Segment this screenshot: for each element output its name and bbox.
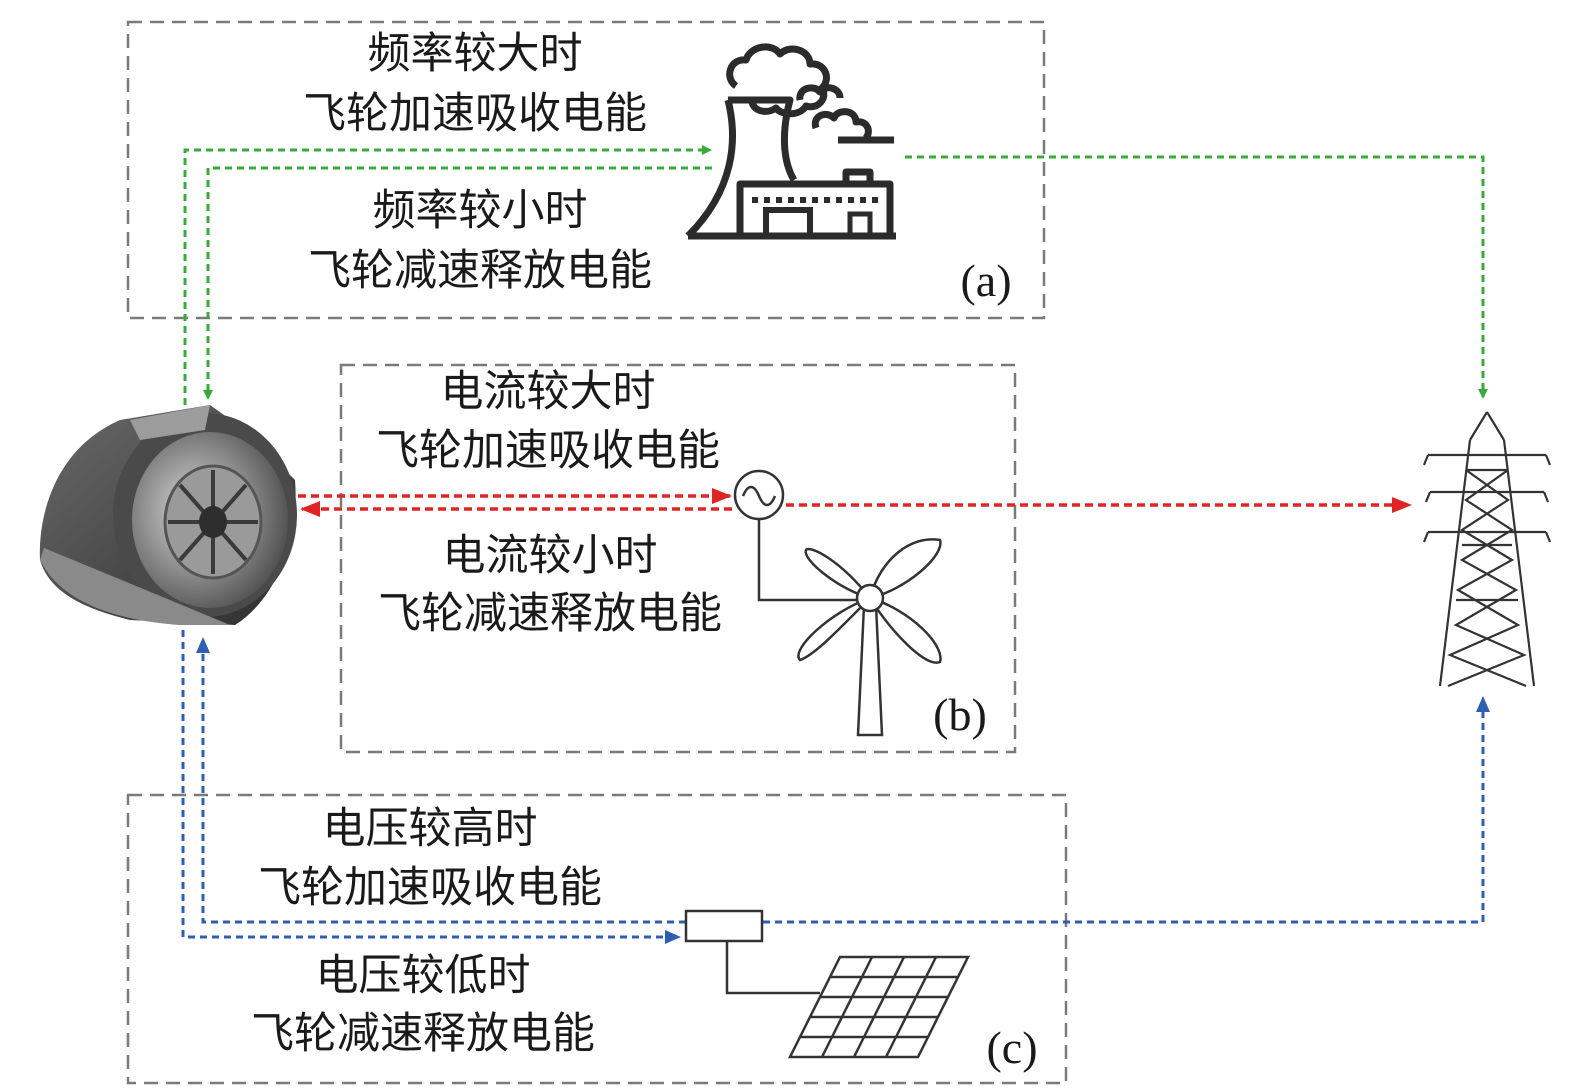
panel-c-tag: (c): [986, 1022, 1037, 1073]
panel-c-low-action: 飞轮减速释放电能: [251, 1009, 595, 1059]
green-flow-to-plant: [183, 145, 712, 405]
panel-b-low-action: 飞轮减速释放电能: [378, 589, 722, 639]
solar-wire: [725, 941, 820, 995]
panel-b-high-action: 飞轮加速吸收电能: [376, 426, 720, 476]
power-plant-icon: [685, 43, 896, 240]
blue-flow-to-converter: [181, 630, 681, 944]
green-flow-plant-to-grid: [905, 155, 1488, 399]
panel-a-high-condition: 频率较大时: [368, 29, 583, 79]
panel-a-high-action: 飞轮加速吸收电能: [303, 89, 647, 139]
converter-box-icon: [684, 909, 764, 943]
panel-c-low-condition: 电压较低时: [316, 951, 531, 1001]
panel-a-frame: [126, 20, 1046, 320]
green-flow-from-plant: [203, 166, 712, 400]
panel-b-tag: (b): [933, 689, 987, 740]
blue-flow-to-flywheel: [196, 637, 686, 924]
panel-b-low-condition: 电流较小时: [443, 531, 658, 581]
blue-flow-to-grid: [763, 696, 1490, 924]
flywheel-icon: [39, 405, 297, 625]
generator-wire: [757, 519, 858, 602]
panel-c-high-action: 飞轮加速吸收电能: [258, 863, 602, 913]
panel-a-tag: (a): [960, 255, 1011, 306]
panel-b-high-condition: 电流较大时: [441, 367, 656, 417]
panel-a-low-action: 飞轮减速释放电能: [308, 246, 652, 296]
solar-panel-icon: [787, 955, 971, 1059]
panel-a-low-condition: 频率较小时: [373, 186, 588, 236]
transmission-tower-icon: [1422, 411, 1552, 688]
panel-b-frame: [339, 363, 1017, 754]
panel-c-high-condition: 电压较高时: [323, 804, 538, 854]
ac-generator-icon: [733, 469, 785, 521]
panel-c-frame: [126, 793, 1068, 1085]
wind-turbine-icon: [797, 538, 942, 737]
